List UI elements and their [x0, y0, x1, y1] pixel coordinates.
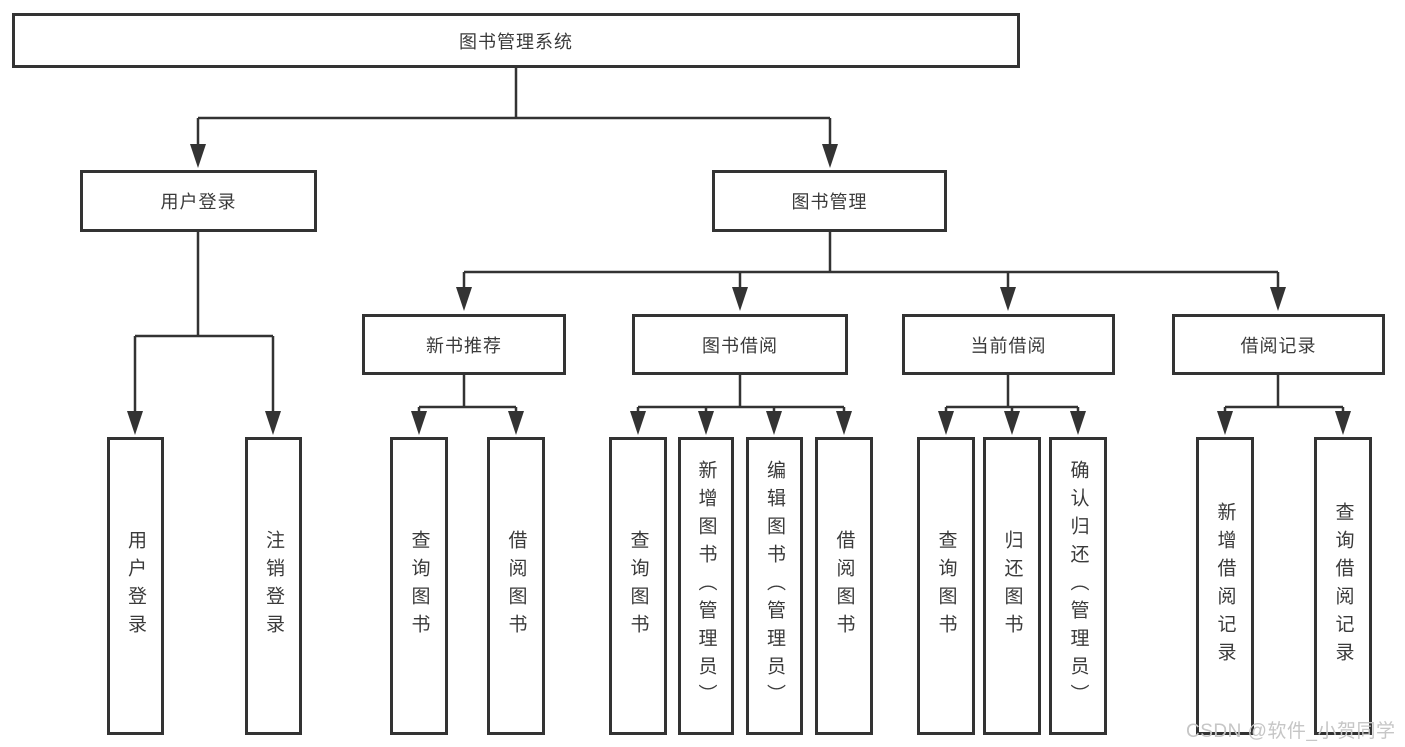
- leaf-query-book-current: 查询图书: [917, 437, 975, 735]
- leaf-label: 查询图书: [935, 530, 957, 642]
- node-current-borrow: 当前借阅: [902, 314, 1115, 375]
- node-user-login: 用户登录: [80, 170, 317, 232]
- leaf-label: 归还图书: [1001, 530, 1023, 642]
- node-new-book-recommend: 新书推荐: [362, 314, 566, 375]
- leaf-add-borrow-record: 新增借阅记录: [1196, 437, 1254, 735]
- node-label: 当前借阅: [970, 335, 1047, 356]
- leaf-label: 借阅图书: [505, 530, 527, 642]
- leaf-edit-book-admin: 编辑图书（管理员）: [746, 437, 803, 735]
- node-label: 图书借阅: [702, 335, 778, 356]
- leaf-query-book-recommend: 查询图书: [390, 437, 448, 735]
- leaf-add-book-admin: 新增图书（管理员）: [678, 437, 734, 735]
- leaf-query-book-borrow: 查询图书: [609, 437, 667, 735]
- leaf-label: 新增借阅记录: [1214, 502, 1236, 670]
- leaf-label: 查询借阅记录: [1332, 502, 1354, 670]
- node-label: 新书推荐: [426, 335, 502, 356]
- leaf-borrow-book-recommend: 借阅图书: [487, 437, 545, 735]
- leaf-label: 编辑图书（管理员）: [764, 460, 785, 712]
- node-book-borrow: 图书借阅: [632, 314, 848, 375]
- leaf-label: 用户登录: [125, 530, 146, 642]
- node-label: 借阅记录: [1240, 335, 1317, 356]
- leaf-return-book: 归还图书: [983, 437, 1041, 735]
- leaf-logout: 注销登录: [245, 437, 302, 735]
- leaf-label: 查询图书: [408, 530, 430, 642]
- node-label: 用户登录: [160, 192, 237, 212]
- leaf-label: 新增图书（管理员）: [695, 460, 717, 712]
- node-library-system: 图书管理系统: [12, 13, 1020, 68]
- leaf-borrow-book: 借阅图书: [815, 437, 873, 735]
- node-borrow-record: 借阅记录: [1172, 314, 1385, 375]
- node-label: 图书管理: [791, 192, 868, 212]
- leaf-confirm-return-admin: 确认归还（管理员）: [1049, 437, 1107, 735]
- leaf-label: 确认归还（管理员）: [1067, 460, 1089, 712]
- leaf-query-borrow-record: 查询借阅记录: [1314, 437, 1372, 735]
- leaf-label: 注销登录: [263, 530, 284, 642]
- node-book-management: 图书管理: [712, 170, 947, 232]
- node-label: 图书管理系统: [459, 31, 573, 52]
- leaf-label: 借阅图书: [833, 530, 855, 642]
- leaf-user-login: 用户登录: [107, 437, 164, 735]
- watermark: CSDN @软件_小贺同学: [1186, 721, 1396, 742]
- leaf-label: 查询图书: [627, 530, 649, 642]
